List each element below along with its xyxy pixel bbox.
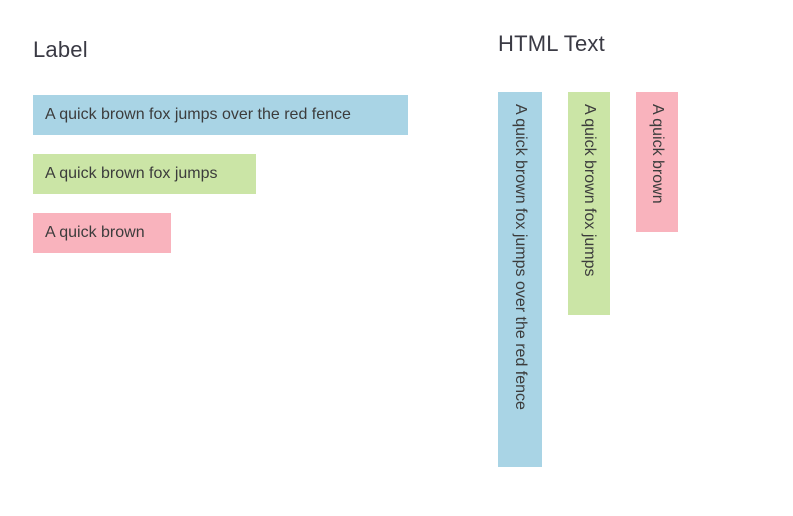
html-text-bar-medium-text: A quick brown fox jumps — [581, 104, 598, 277]
html-text-bar-long-text: A quick brown fox jumps over the red fen… — [512, 104, 529, 410]
html-text-bar-long: A quick brown fox jumps over the red fen… — [498, 92, 542, 467]
label-bar-short: A quick brown — [33, 213, 171, 253]
label-panel-title: Label — [33, 37, 88, 62]
label-bar-medium-text: A quick brown fox jumps — [45, 165, 218, 182]
html-text-bar-short: A quick brown — [636, 92, 678, 232]
html-text-bar-medium: A quick brown fox jumps — [568, 92, 610, 315]
html-text-bar-short-text: A quick brown — [649, 104, 666, 204]
label-bar-short-text: A quick brown — [45, 224, 145, 241]
label-bar-long-text: A quick brown fox jumps over the red fen… — [45, 106, 351, 123]
label-bar-medium: A quick brown fox jumps — [33, 154, 256, 194]
html-text-panel-title: HTML Text — [498, 31, 605, 56]
label-bar-long: A quick brown fox jumps over the red fen… — [33, 95, 408, 135]
